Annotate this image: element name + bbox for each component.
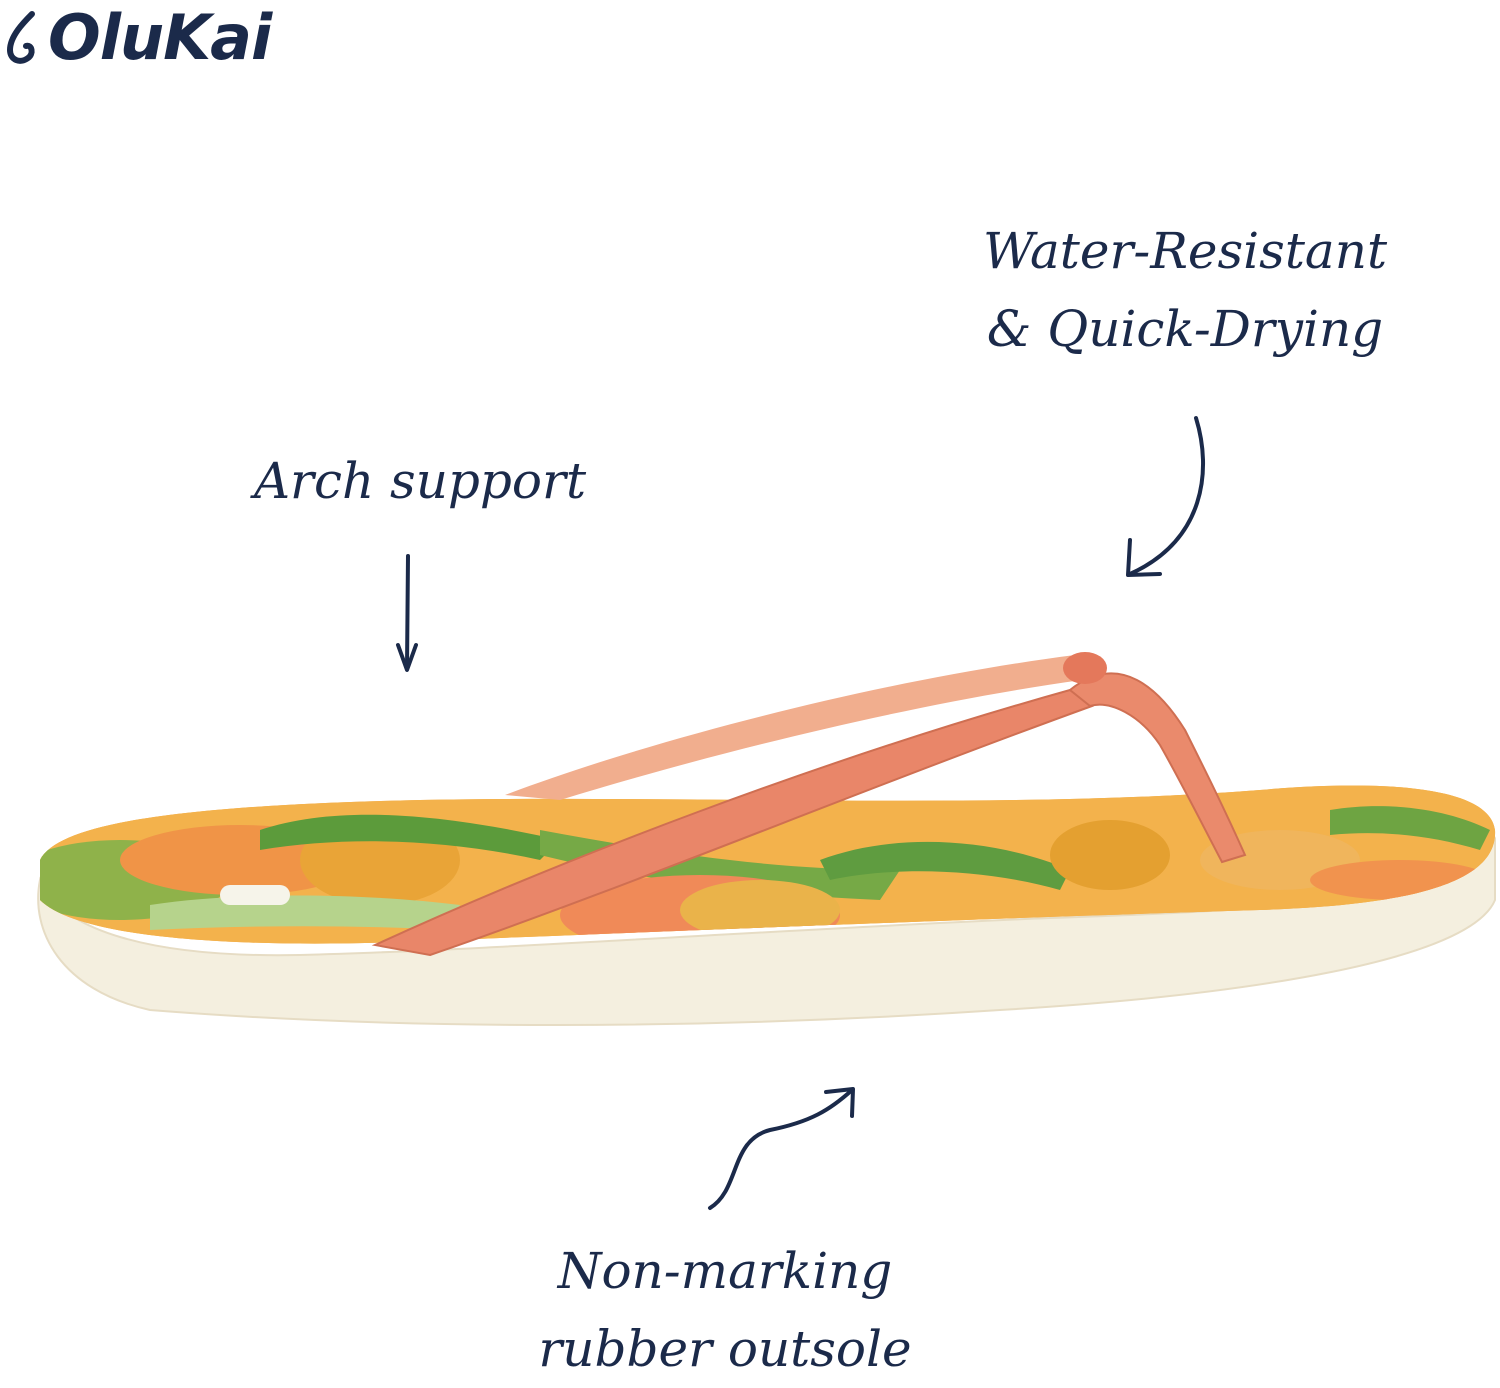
fishhook-icon <box>6 11 35 64</box>
arch-support-label: Arch support <box>253 452 587 510</box>
water-resistant-line2: & Quick-Drying <box>986 300 1384 358</box>
outsole-arrow-icon <box>708 1087 855 1210</box>
brand-wordmark: OluKai <box>48 1 272 74</box>
water-resistant-line1: Water-Resistant <box>982 222 1388 280</box>
outsole-line2: rubber outsole <box>538 1320 912 1378</box>
outsole-line1: Non-marking <box>557 1242 893 1300</box>
arch-arrow-icon <box>396 554 418 672</box>
water-arrow-icon <box>1126 416 1206 577</box>
water-resistant-callout: Water-Resistant & Quick-Drying <box>930 212 1440 368</box>
arch-support-callout: Arch support <box>230 442 610 520</box>
brand-logo: OluKai <box>0 0 300 80</box>
outsole-callout: Non-marking rubber outsole <box>490 1232 960 1388</box>
